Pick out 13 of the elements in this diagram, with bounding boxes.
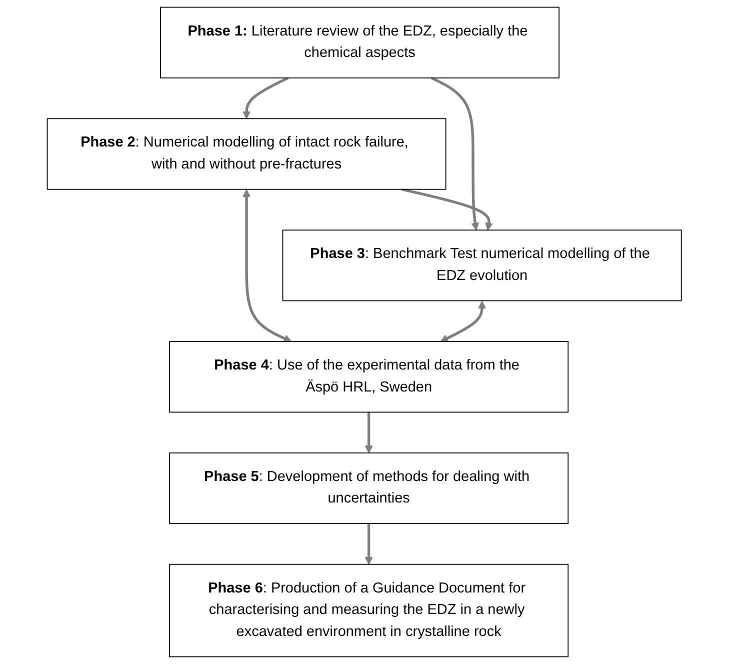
arrow (242, 76, 289, 120)
node-box: Phase 4: Use of the experimental data from the Äspö HRL, Sweden (169, 341, 569, 413)
arrow (440, 300, 486, 342)
node-box: Phase 3: Benchmark Test numerical modelling of the EDZ evolution (282, 230, 682, 302)
node-box: Phase 2: Numerical modelling of intact rock failure, with and without pre-fractures (47, 118, 446, 190)
node-box: Phase 5: Development of methods for dealing with uncertainties (169, 452, 569, 524)
node-box: Phase 1: Literature review of the EDZ, especially the chemical aspects (160, 6, 560, 78)
node-box: Phase 6: Production of a Guidance Document for characterising and measuring the EDZ in a newly excavated environment in crystalline rock (169, 564, 569, 658)
arrow (242, 189, 292, 342)
arrow (402, 188, 494, 230)
arrow (431, 76, 480, 230)
arrow (365, 524, 374, 565)
arrow (365, 412, 374, 454)
